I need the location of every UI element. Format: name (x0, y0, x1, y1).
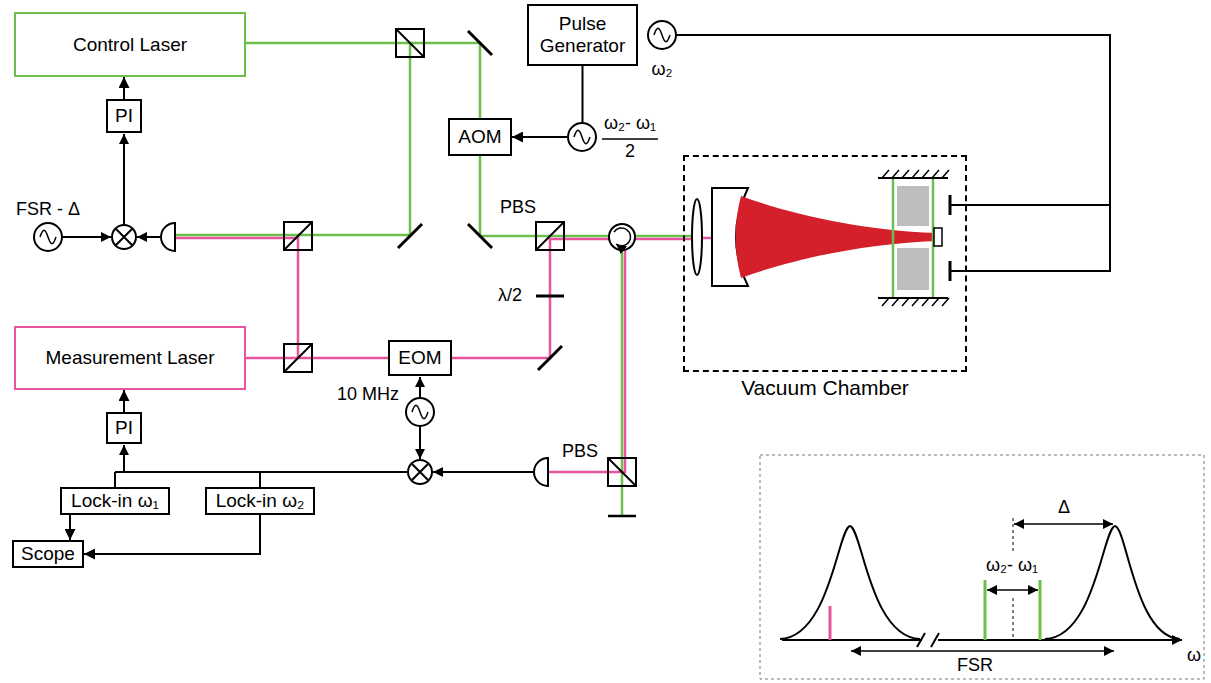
oscillator (34, 21, 676, 426)
measurement-beam (175, 238, 712, 472)
laser-box: Measurement Laser (14, 326, 246, 390)
signal-connector (123, 390, 125, 412)
circulator (609, 224, 635, 250)
modulator-box: EOM (388, 340, 452, 376)
annotation-label: PBS (498, 198, 538, 218)
signal-connector (123, 77, 125, 99)
annotation-label: ω₂ (649, 60, 674, 80)
annotation-label: Δ (1056, 498, 1072, 518)
annotation-label: ω₂- ω₁ (984, 556, 1040, 576)
signal-connector (84, 515, 260, 554)
node-label: AOM (454, 126, 505, 148)
lock-in-box: Lock-in ω₁ (60, 487, 170, 515)
mirror (398, 31, 562, 370)
lens (692, 199, 702, 275)
beam-dump (608, 515, 636, 518)
node-label: Lock-in ω₁ (67, 490, 163, 512)
annotation-label: FSR (955, 656, 995, 676)
node-label: PI (111, 105, 137, 127)
annotation-label: ω₂- ω₁ (602, 114, 658, 134)
node-label: EOM (394, 347, 445, 369)
lock-in-box: Lock-in ω₂ (205, 487, 315, 515)
annotation-label: FSR - Δ (14, 200, 82, 220)
node-label: Scope (17, 543, 79, 565)
spectrum-inset (760, 455, 1204, 679)
annotation-label: 2 (623, 142, 637, 162)
laser-box: Control Laser (14, 12, 246, 77)
controller-box: PI (106, 412, 142, 444)
node-label: Measurement Laser (42, 347, 219, 369)
vacuum-chamber: Vacuum Chamber (683, 155, 967, 372)
node-label: Vacuum Chamber (737, 376, 913, 400)
display-box: Scope (12, 540, 84, 568)
control-beam (175, 43, 697, 515)
node-label: Lock-in ω₂ (212, 490, 309, 512)
half-wave-plate (536, 295, 564, 298)
signal-connector (69, 515, 71, 540)
modulator-box: AOM (448, 118, 512, 156)
annotation-label: PBS (560, 442, 600, 462)
beam-splitter (284, 29, 636, 486)
node-label: Pulse Generator (529, 13, 636, 57)
node-label: PI (111, 417, 137, 439)
controller-box: PI (106, 99, 142, 133)
annotation-label: λ/2 (496, 286, 524, 306)
membrane-holder (878, 170, 949, 306)
instrument-box: Pulse Generator (527, 4, 638, 66)
node-label: Control Laser (69, 34, 191, 56)
signal-wire (62, 35, 1110, 488)
annotation-label: 10 MHz (335, 385, 401, 405)
annotation-label: ω (1185, 646, 1203, 666)
